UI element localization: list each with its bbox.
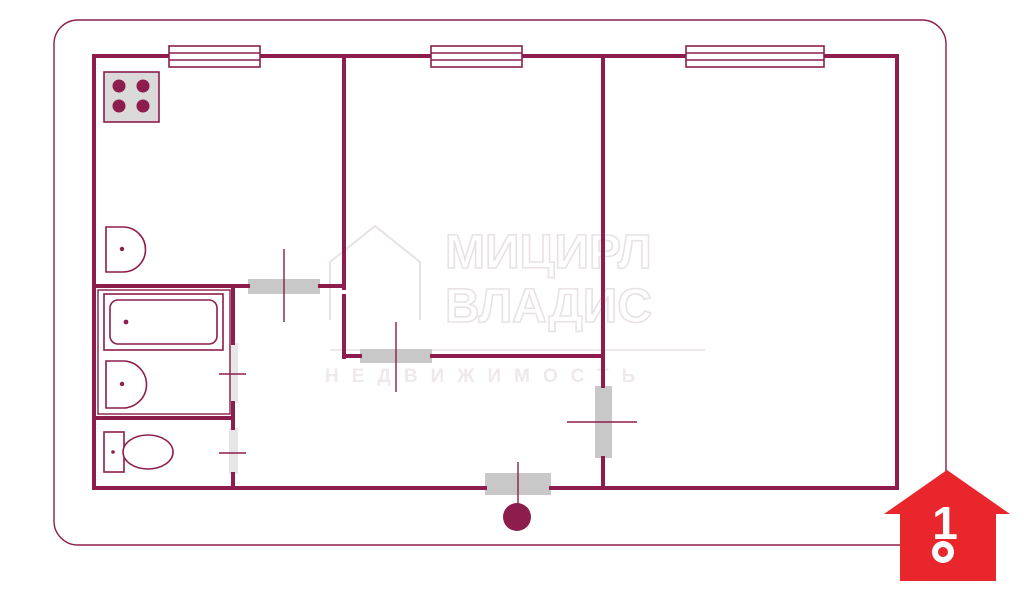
- bathtub-icon: [103, 293, 224, 351]
- bathroom-lining: [97, 289, 231, 415]
- window-room-large: [685, 45, 825, 68]
- window-room-middle: [430, 45, 523, 68]
- door-gap-bathroom: [229, 343, 238, 403]
- watermark-line3: НЕДВИЖИМОСТЬ: [325, 366, 648, 387]
- watermark-house-icon: [329, 224, 421, 320]
- stove-icon: [103, 71, 160, 123]
- watermark-line2: ВЛАДИС: [445, 280, 652, 333]
- building-outline: [53, 19, 947, 546]
- sink-icon: [105, 360, 148, 409]
- logo-digit: 1: [932, 497, 958, 549]
- door-marks: [219, 249, 637, 505]
- entrance-dot-icon: [503, 503, 531, 531]
- sink-icon: [105, 226, 147, 273]
- door-gap-toilet: [229, 428, 238, 474]
- toilet-icon: [103, 431, 174, 473]
- watermark-line1: МИЦИРЛ: [445, 226, 652, 279]
- house-key-logo-icon: 1: [884, 470, 1010, 581]
- window-kitchen: [168, 45, 261, 68]
- watermark: МИЦИРЛ ВЛАДИС НЕДВИЖИМОСТЬ: [325, 224, 705, 387]
